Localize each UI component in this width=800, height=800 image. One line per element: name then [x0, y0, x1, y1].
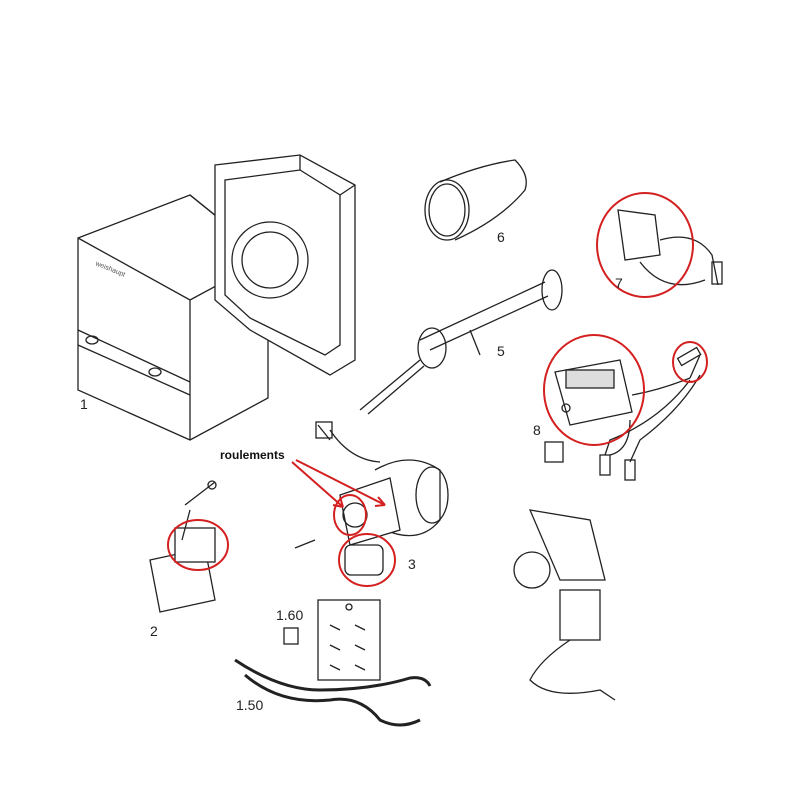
arrow-bearing-1	[291, 461, 344, 508]
control-box	[544, 346, 702, 481]
oil-pump	[149, 480, 217, 613]
part-label-5: 5	[497, 343, 505, 359]
burner-housing	[214, 154, 356, 376]
part-label-1-50: 1.50	[236, 697, 264, 713]
flame-detector	[513, 509, 616, 701]
ignition-assembly	[359, 269, 563, 415]
part-label-2: 2	[150, 623, 158, 639]
highlight-transformer	[596, 192, 694, 298]
part-label-8: 8	[533, 422, 541, 438]
annotation-roulements: roulements	[220, 448, 285, 462]
part-label-3: 3	[408, 556, 416, 572]
hoses-and-fittings	[234, 599, 432, 727]
highlight-photocell	[672, 341, 708, 383]
flame-tube	[424, 159, 527, 241]
highlight-bearing	[333, 494, 367, 536]
part-label-1: 1	[80, 396, 88, 412]
part-label-6: 6	[497, 229, 505, 245]
part-label-7: 7	[615, 275, 623, 291]
arrow-bearing-2	[295, 459, 386, 507]
ignition-transformer	[617, 209, 723, 286]
highlight-capacitor	[338, 533, 396, 587]
highlight-solenoid	[167, 519, 229, 571]
part-label-1-60: 1.60	[276, 607, 304, 623]
motor-fan	[294, 421, 449, 576]
highlight-control-box	[543, 334, 645, 446]
